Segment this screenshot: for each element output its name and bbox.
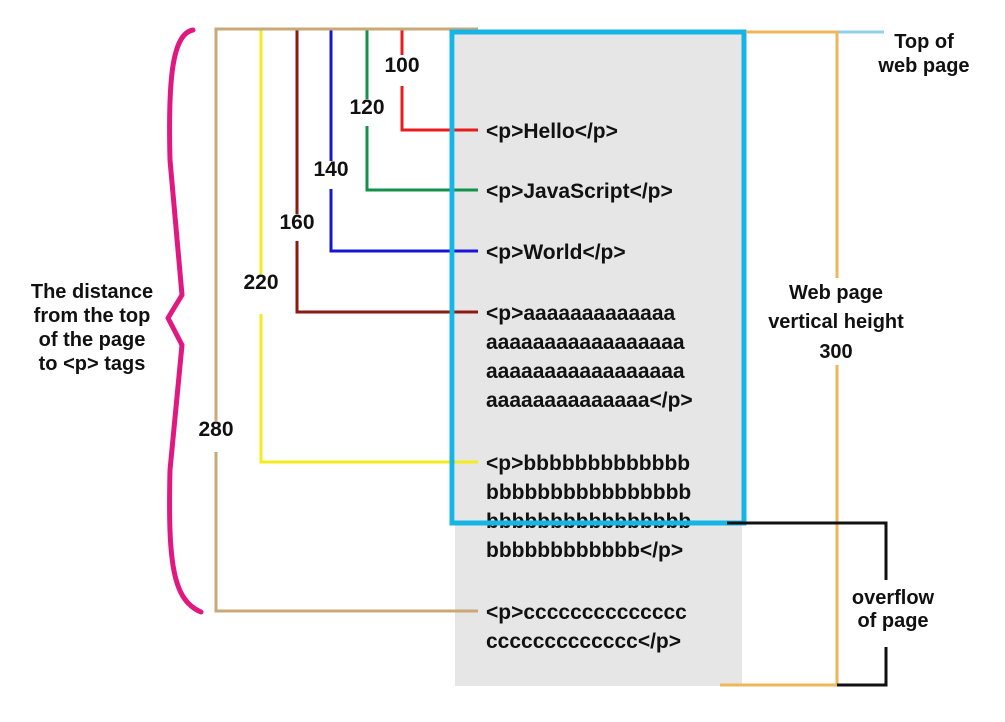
paragraph-bbb-line: bbbbbbbbbbbb</p> [486,539,683,562]
height-label-line: vertical height [768,311,904,333]
offset-label-280: 280 [198,418,233,441]
paragraph-bbb-line: bbbbbbbbbbbbbbbb [486,481,691,504]
left-brace-label-line: of the page [39,329,146,351]
paragraph-hello-line: <p>Hello</p> [486,120,618,143]
height-label-value: 300 [819,341,852,363]
paragraph-world-line: <p>World</p> [486,241,626,264]
left-brace-label: The distance from the top of the page to… [31,281,153,375]
paragraph-javascript-line: <p>JavaScript</p> [486,180,673,203]
top-label-line: web page [877,55,969,77]
page-height-label: Web page vertical height 300 [768,282,904,363]
web-page-content-area [455,30,742,686]
paragraph-aaa-line: aaaaaaaaaaaaaa</p> [486,389,693,412]
connector-line-220 [259,27,478,464]
top-of-page-label: Top of web page [877,31,969,77]
viewport-border [449,29,747,526]
paragraph-aaa-line: <p>aaaaaaaaaaaaa [486,302,676,325]
overflow-bracket [727,521,888,687]
paragraph-bbb-line: <p>bbbbbbbbbbbbb [486,452,690,475]
overflow-label-line: overflow [852,587,935,609]
left-brace-label-line: The distance [31,281,153,303]
offset-label-120: 120 [349,96,384,119]
offset-label-140: 140 [313,158,348,181]
offset-label-100: 100 [384,54,419,77]
height-label-line: Web page [789,282,883,304]
connector-line-280 [214,27,478,613]
paragraph-texts: <p>Hello</p> <p>JavaScript</p> <p>World</p… [486,120,693,653]
paragraph-ccc-line: <p>cccccccccccccc [486,601,687,624]
top-label-line: Top of [894,31,954,53]
paragraph-ccc-line: ccccccccccccc</p> [486,630,681,653]
left-brace-label-line: to <p> tags [39,353,146,375]
left-brace-label-line: from the top [34,305,151,327]
left-curly-brace [165,27,204,615]
paragraph-aaa-line: aaaaaaaaaaaaaaaaa [486,331,685,354]
offset-label-160: 160 [279,211,314,234]
offset-label-220: 220 [243,271,278,294]
overflow-label: overflow of page [852,587,935,632]
offset-connectors [214,27,478,613]
overflow-label-line: of page [857,610,928,632]
paragraph-aaa-line: aaaaaaaaaaaaaaaaa [486,360,685,383]
